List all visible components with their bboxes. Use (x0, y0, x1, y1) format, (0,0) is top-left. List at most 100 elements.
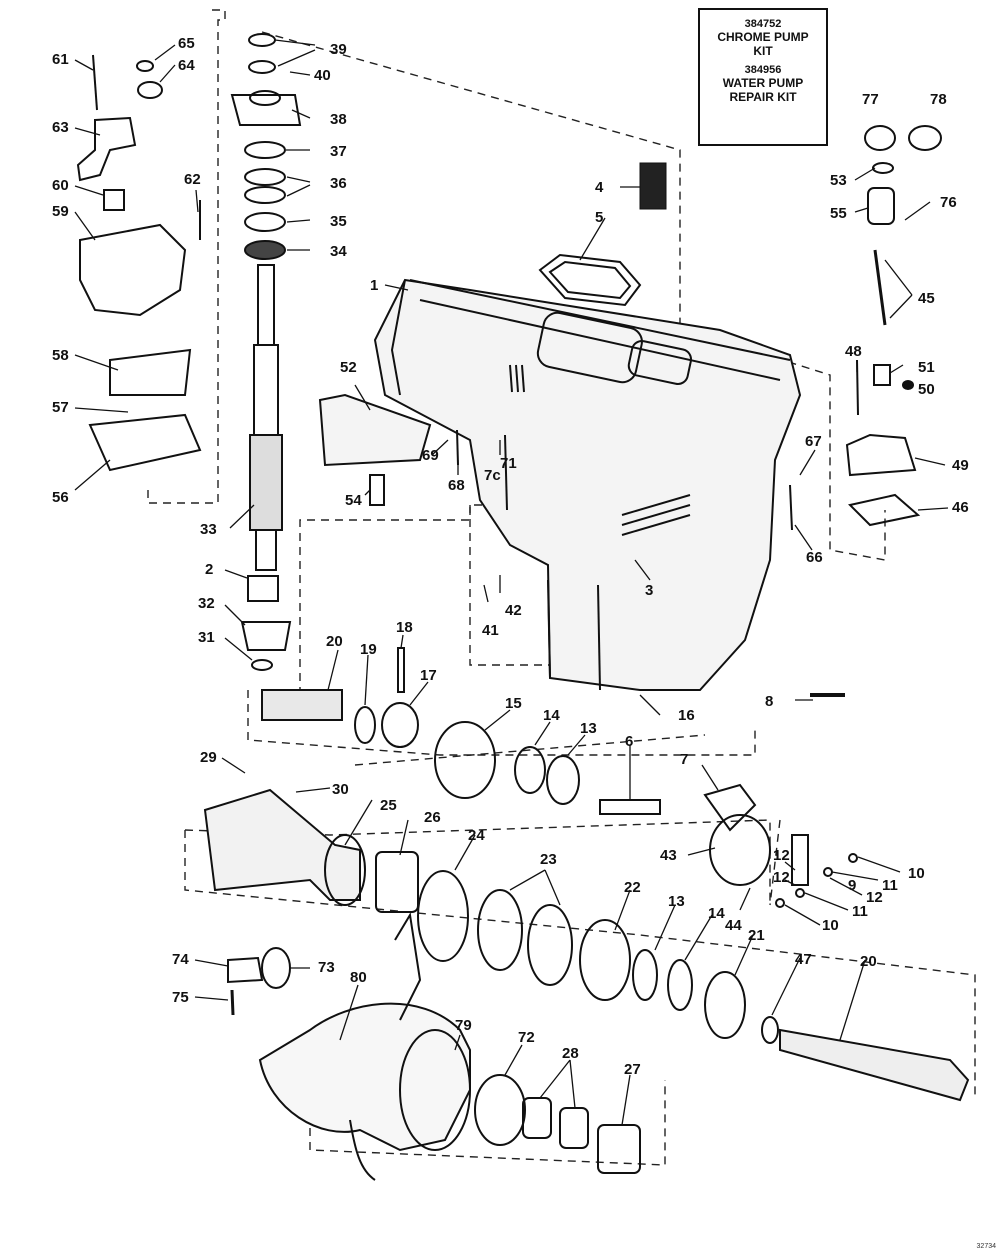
part-label-41: 41 (482, 622, 499, 639)
part-label-13a: 13 (580, 720, 597, 737)
part-label-77: 77 (862, 91, 879, 108)
drive-shaft (249, 264, 283, 571)
part-label-69: 69 (422, 447, 439, 464)
part-label-55: 55 (830, 205, 847, 222)
part-label-31: 31 (198, 629, 215, 646)
right-water-pump-group (318, 125, 942, 531)
part-label-33: 33 (200, 521, 217, 538)
part-label-8: 8 (765, 693, 773, 710)
part-label-18: 18 (396, 619, 413, 636)
part-label-65: 65 (178, 35, 195, 52)
part-label-62: 62 (184, 171, 201, 188)
part-label-4: 4 (595, 179, 604, 196)
part-label-3: 3 (645, 582, 653, 599)
water-pump-kit-name: WATER PUMP (722, 76, 804, 90)
part-label-74: 74 (172, 951, 189, 968)
part-label-17: 17 (420, 667, 437, 684)
part-label-79: 79 (455, 1017, 472, 1034)
part-label-76: 76 (940, 194, 957, 211)
part-label-43: 43 (660, 847, 677, 864)
part-label-19: 19 (360, 641, 377, 658)
water-pump-parts (76, 54, 202, 472)
chrome-pump-kit-name: CHROME PUMP (717, 30, 809, 44)
chrome-pump-kit-number: 384752 (744, 18, 782, 30)
part-label-66: 66 (806, 549, 823, 566)
part-label-30: 30 (332, 781, 349, 798)
part-label-5: 5 (595, 209, 603, 226)
part-label-45: 45 (918, 290, 935, 307)
part-label-49: 49 (952, 457, 969, 474)
part-label-12a: 12 (773, 847, 790, 864)
part-label-13b: 13 (668, 893, 685, 910)
part-label-1: 1 (370, 277, 378, 294)
part-label-37: 37 (330, 143, 347, 160)
part-label-57: 57 (52, 399, 69, 416)
part-label-40: 40 (314, 67, 331, 84)
part-label-35: 35 (330, 213, 347, 230)
part-label-67: 67 (805, 433, 822, 450)
water-pump-kit-number: 384956 (744, 64, 782, 76)
kit-reference-box: 384752 CHROME PUMP KIT 384956 WATER PUMP… (698, 8, 828, 146)
part-label-71: 71 (500, 455, 517, 472)
part-label-73: 73 (318, 959, 335, 976)
water-pump-kit-suffix: REPAIR KIT (729, 90, 797, 104)
part-label-78: 78 (930, 91, 947, 108)
water-tube-grommet-gasket (538, 253, 642, 307)
part-label-72: 72 (518, 1029, 535, 1046)
part-label-14b: 14 (708, 905, 725, 922)
part-label-20b: 20 (860, 953, 877, 970)
part-label-25: 25 (380, 797, 397, 814)
part-label-22: 22 (624, 879, 641, 896)
drawing-number: 32734 (976, 1243, 996, 1250)
chrome-pump-kit-suffix: KIT (753, 44, 773, 58)
part-label-54: 54 (345, 492, 362, 509)
part-label-16: 16 (678, 707, 695, 724)
part-label-11a: 11 (882, 877, 898, 894)
part-label-29: 29 (200, 749, 217, 766)
part-label-70: 7c (484, 467, 501, 484)
part-label-50: 50 (918, 381, 935, 398)
propeller (227, 912, 641, 1181)
part-label-28: 28 (562, 1045, 579, 1062)
gearcase-housing (373, 278, 802, 691)
part-label-27: 27 (624, 1061, 641, 1078)
part-label-2: 2 (205, 561, 213, 578)
part-label-75: 75 (172, 989, 189, 1006)
water-intake-screen (639, 162, 667, 210)
part-label-61: 61 (52, 51, 69, 68)
part-label-80: 80 (350, 969, 367, 986)
part-label-10a: 10 (908, 865, 925, 882)
part-label-36: 36 (330, 175, 347, 192)
shift-assembly (775, 834, 858, 908)
part-label-24: 24 (468, 827, 485, 844)
part-label-42: 42 (505, 602, 522, 619)
part-label-58: 58 (52, 347, 69, 364)
part-label-46: 46 (952, 499, 969, 516)
part-label-34: 34 (330, 243, 347, 260)
shaft-column-parts (230, 33, 302, 671)
part-label-23: 23 (540, 851, 557, 868)
part-label-56: 56 (52, 489, 69, 506)
part-label-47: 47 (795, 951, 812, 968)
part-label-6: 6 (625, 733, 633, 750)
part-label-48: 48 (845, 343, 862, 360)
part-label-60: 60 (52, 177, 69, 194)
part-label-44: 44 (725, 917, 742, 934)
part-label-59: 59 (52, 203, 69, 220)
leader-lines (74, 39, 949, 1126)
part-label-38: 38 (330, 111, 347, 128)
part-number-labels: 61 65 64 63 60 62 59 58 57 56 39 40 38 3… (52, 35, 969, 1078)
part-label-11b: 11 (852, 903, 868, 920)
bearing-carrier-prop-shaft (203, 788, 970, 1102)
part-label-21: 21 (748, 927, 765, 944)
part-label-12c: 12 (866, 889, 883, 906)
part-label-52: 52 (340, 359, 357, 376)
part-label-20a: 20 (326, 633, 343, 650)
part-label-10b: 10 (822, 917, 839, 934)
part-label-32: 32 (198, 595, 215, 612)
part-label-14a: 14 (543, 707, 560, 724)
part-label-12b: 12 (773, 869, 790, 886)
part-label-9: 9 (848, 877, 856, 894)
part-label-53: 53 (830, 172, 847, 189)
